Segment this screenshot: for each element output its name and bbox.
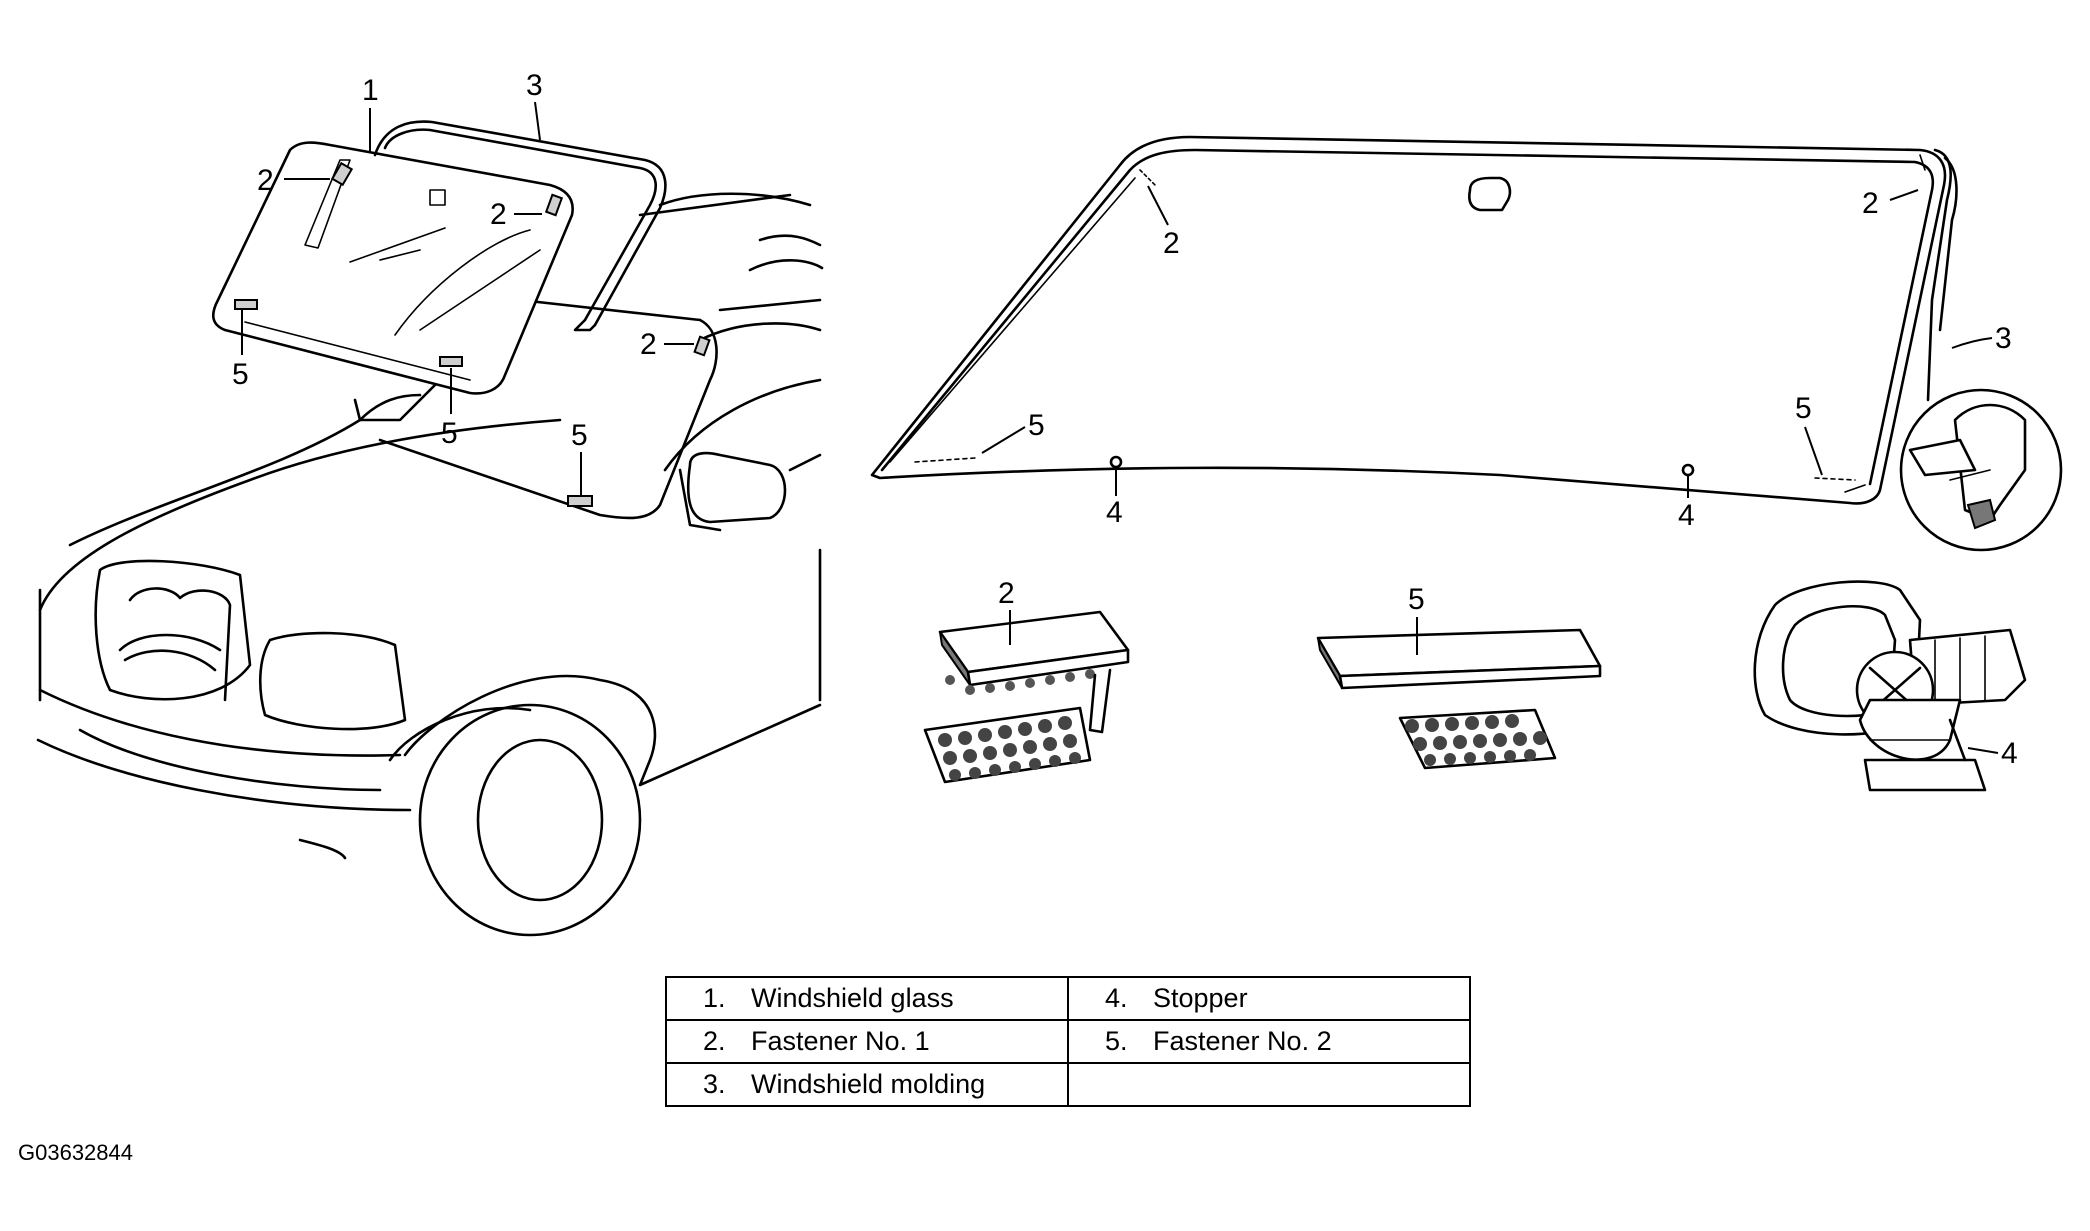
callout-3-molding: 3 xyxy=(526,69,543,102)
callout-2-top-right: 2 xyxy=(1862,187,1879,220)
callout-2-fastener-b: 2 xyxy=(490,198,507,231)
callout-5-fastener-detail: 5 xyxy=(1408,583,1425,616)
legend-cell xyxy=(1067,1062,1471,1107)
parts-legend-table: 1. Windshield glass 4. Stopper 2. Fastener … xyxy=(665,976,1471,1107)
callout-4-stopper-detail: 4 xyxy=(2001,737,2018,770)
callouts-right: 2 2 3 5 5 4 4 xyxy=(981,185,2012,532)
legend-label: Windshield molding xyxy=(751,1069,986,1099)
legend-num: 2. xyxy=(703,1026,726,1056)
callout-2-fastener-a: 2 xyxy=(257,164,274,197)
callout-1-glass: 1 xyxy=(362,74,379,107)
legend-label: Windshield glass xyxy=(751,983,954,1013)
callouts-left: 1 3 2 2 2 5 5 5 xyxy=(232,69,694,495)
callout-5-fastener-b: 5 xyxy=(441,417,458,450)
windshield-molding-exploded xyxy=(373,120,667,332)
legend-label: Fastener No. 2 xyxy=(1153,1026,1332,1056)
legend-num: 1. xyxy=(703,983,726,1013)
legend-cell: 1. Windshield glass xyxy=(665,976,1069,1021)
legend-label: Stopper xyxy=(1153,983,1248,1013)
molding-detail-inset xyxy=(1899,388,2063,552)
legend-cell: 4. Stopper xyxy=(1067,976,1471,1021)
callout-5-left: 5 xyxy=(1028,409,1045,442)
legend-row: 3. Windshield molding xyxy=(665,1062,1471,1107)
callout-2-fastener-c: 2 xyxy=(640,328,657,361)
legend-cell: 2. Fastener No. 1 xyxy=(665,1019,1069,1064)
callout-5-fastener-a: 5 xyxy=(232,358,249,391)
fastener-parts-vehicle xyxy=(567,335,711,507)
callout-4-stopper-left: 4 xyxy=(1106,496,1123,529)
figure-id: G03632844 xyxy=(18,1140,133,1165)
legend-row: 2. Fastener No. 1 5. Fastener No. 2 xyxy=(665,1019,1471,1064)
legend-num: 4. xyxy=(1105,983,1128,1013)
callout-3-molding-right: 3 xyxy=(1995,322,2012,355)
fastener-no2-detail: 5 xyxy=(1316,583,1602,770)
legend-label: Fastener No. 1 xyxy=(751,1026,930,1056)
callout-5-right: 5 xyxy=(1795,392,1812,425)
legend-num: 5. xyxy=(1105,1026,1128,1056)
callout-2-fastener-detail: 2 xyxy=(998,577,1015,610)
vehicle-front-illustration xyxy=(36,192,824,937)
legend-cell: 5. Fastener No. 2 xyxy=(1067,1019,1471,1064)
callout-5-fastener-c: 5 xyxy=(571,419,588,452)
callout-4-stopper-right: 4 xyxy=(1678,499,1695,532)
callout-2-top-left: 2 xyxy=(1163,227,1180,260)
windshield-plan-view xyxy=(870,135,1958,505)
fastener-no1-detail: 2 xyxy=(923,577,1130,784)
legend-row: 1. Windshield glass 4. Stopper xyxy=(665,976,1471,1021)
windshield-glass-exploded xyxy=(211,141,574,395)
stopper-detail: 4 xyxy=(1753,580,2027,792)
legend-cell: 3. Windshield molding xyxy=(665,1062,1069,1107)
legend-num: 3. xyxy=(703,1069,726,1099)
